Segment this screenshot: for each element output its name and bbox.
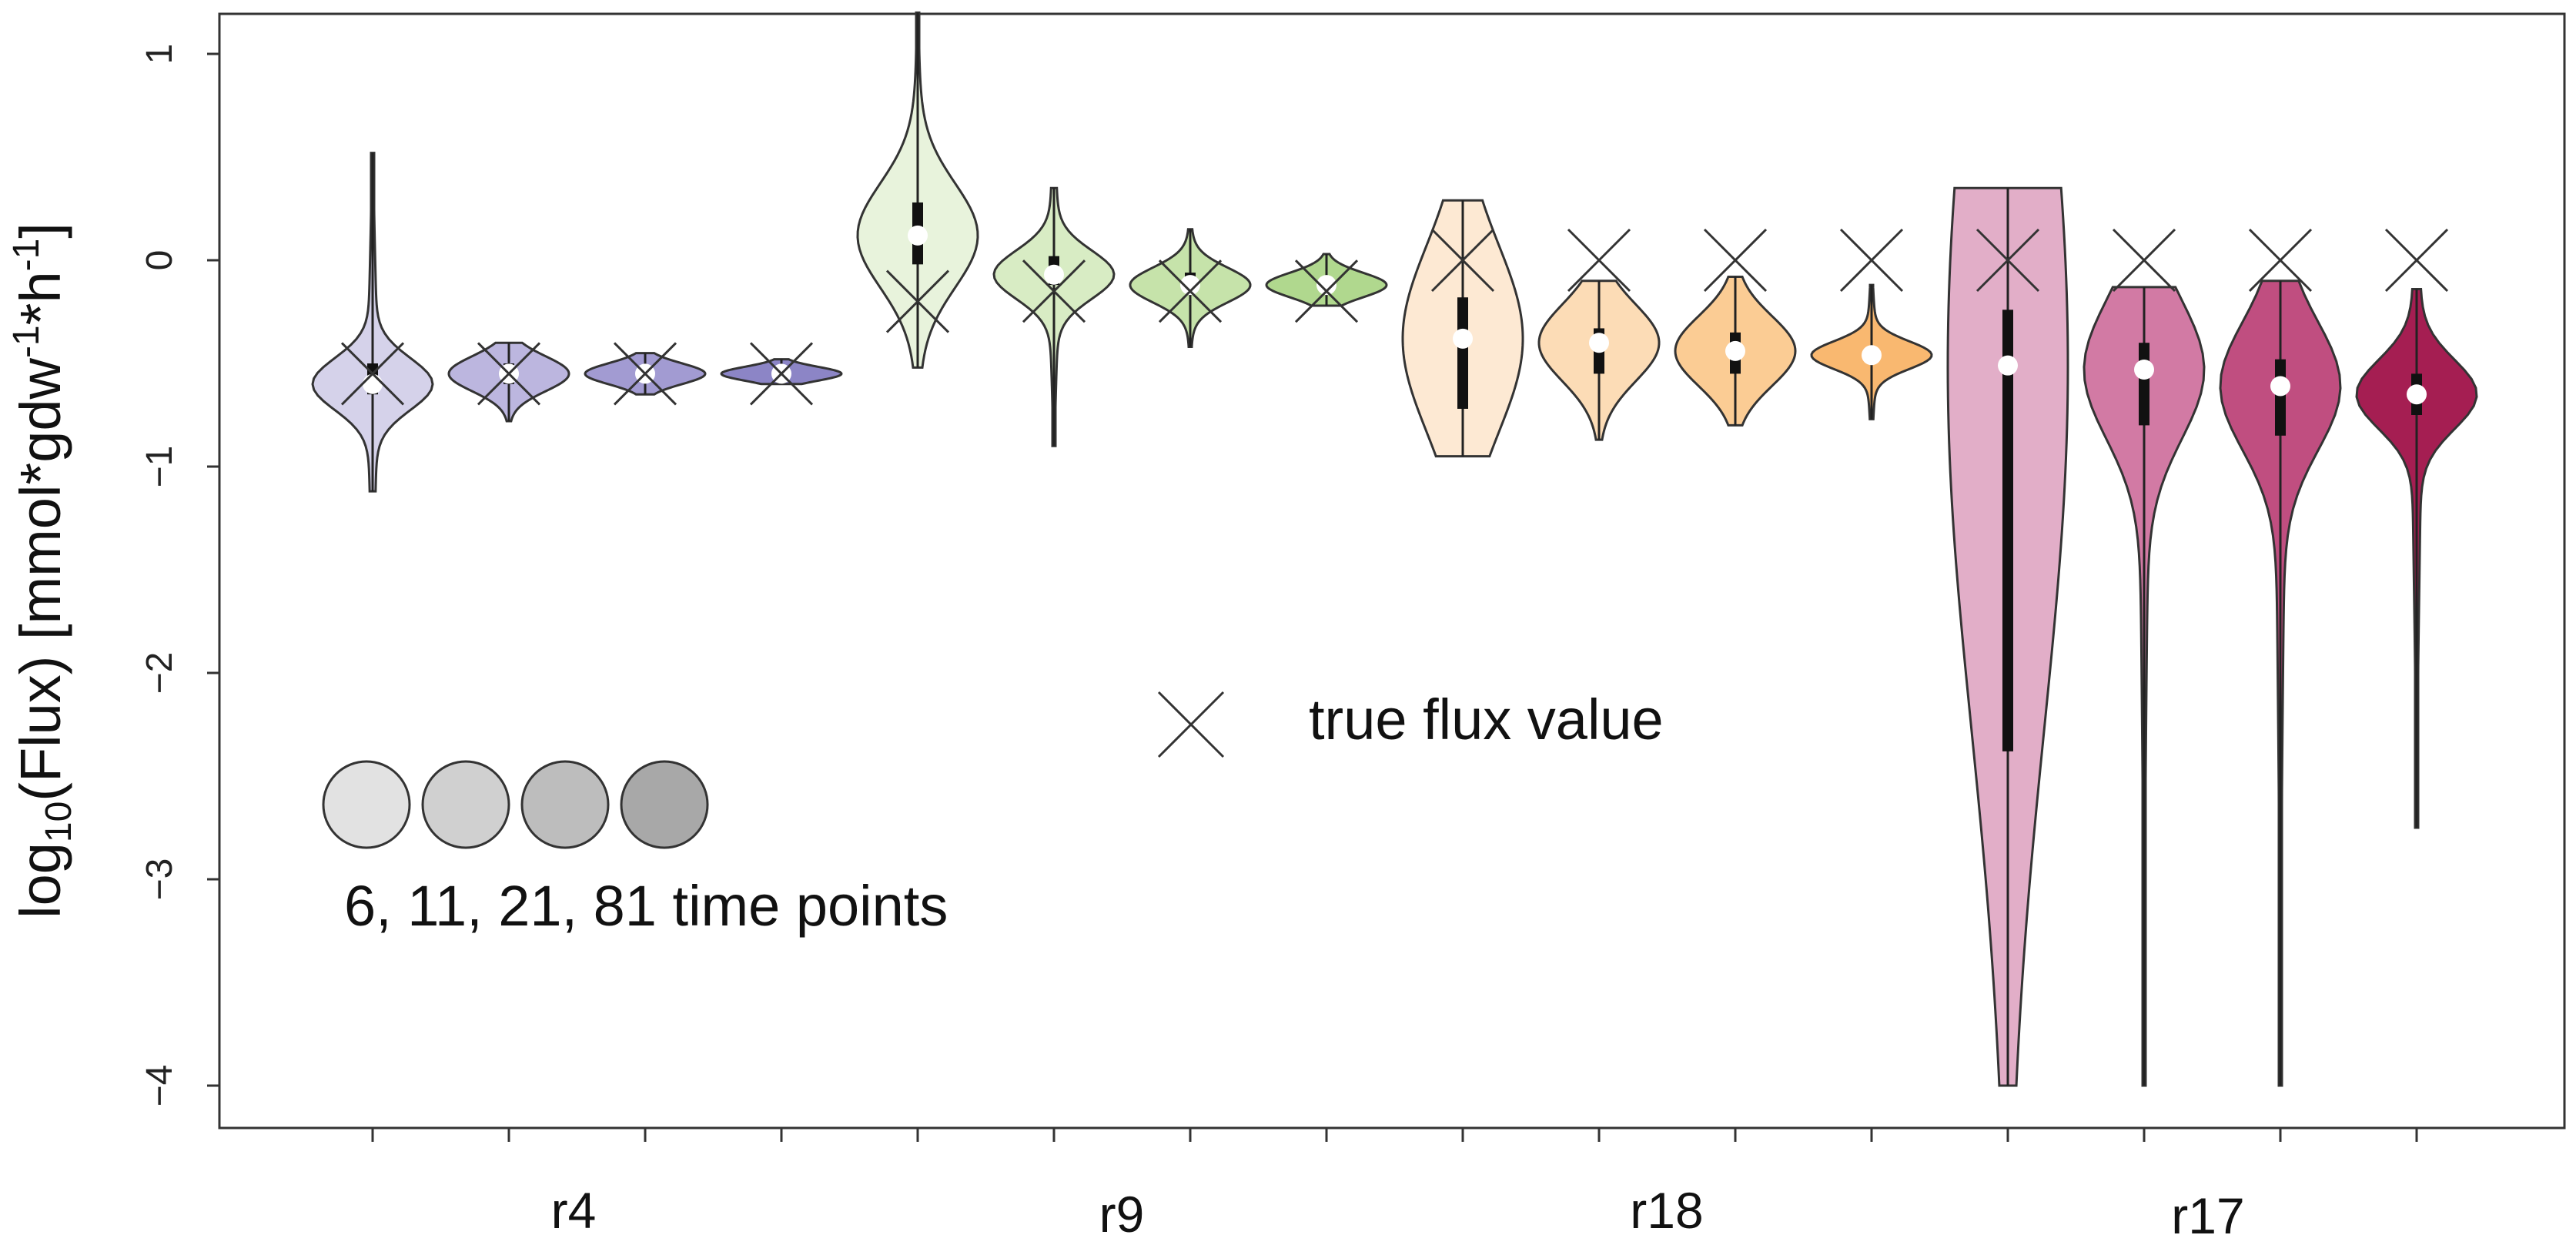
legend: true flux value 6, 11, 21, 81 time point… <box>322 688 1664 938</box>
violin-r17-6tp <box>1946 186 2069 1087</box>
true-flux-marker-r18-6tp <box>1430 228 1495 293</box>
y-axis-label-mid2: *h <box>8 271 72 325</box>
violin-r18-81tp <box>1810 283 1933 420</box>
violin-median <box>1180 275 1200 296</box>
violin-r4-11tp <box>447 341 570 423</box>
legend-x-stroke <box>1157 691 1225 758</box>
violin-iqr-box <box>2139 343 2149 426</box>
violin-r17-21tp <box>2219 279 2342 1087</box>
violin-median <box>363 373 383 394</box>
legend-time-point-circle <box>322 760 411 849</box>
category-label-r4: r4 <box>551 1182 597 1239</box>
true-flux-marker-r9-6tp <box>885 269 950 333</box>
legend-true-flux-marker <box>1157 691 1225 758</box>
legend-time-point-circles <box>322 760 709 849</box>
true-flux-marker-r18-21tp <box>1703 228 1768 293</box>
violin-r17-81tp <box>2355 288 2478 829</box>
y-tick-label: 0 <box>139 250 180 271</box>
y-axis-label: log10(Flux) [mmol*gdw-1*h-1] <box>6 223 79 919</box>
true-value-markers <box>340 228 2449 406</box>
y-axis-label-mid: (Flux) [mmol*gdw <box>8 357 72 801</box>
true-flux-marker-r9-21tp <box>1158 259 1223 323</box>
y-axis-label-sup1: -1 <box>6 325 47 358</box>
violin-median <box>1316 275 1337 296</box>
true-flux-marker-r4-21tp <box>613 342 677 406</box>
y-axis-label-suffix: ] <box>8 223 72 239</box>
violin-r4-6tp <box>311 152 434 493</box>
violin-median <box>1862 345 1882 366</box>
violin-r9-21tp <box>1129 228 1252 349</box>
violin-r4-81tp <box>720 358 843 386</box>
category-label-r9: r9 <box>1099 1186 1145 1243</box>
violin-median <box>1998 355 2018 376</box>
y-axis-label-sub: 10 <box>38 802 79 842</box>
true-flux-marker-r4-11tp <box>477 342 541 406</box>
violin-iqr-box <box>1457 297 1468 409</box>
y-axis: 1 0 −1 −2 −3 −4 <box>139 44 219 1107</box>
violin-r18-11tp <box>1537 279 1661 441</box>
violin-r9-11tp <box>992 186 1116 447</box>
violin-median <box>2407 384 2427 405</box>
legend-time-points-label: 6, 11, 21, 81 time points <box>344 874 948 938</box>
violin-r18-21tp <box>1674 275 1797 427</box>
true-flux-marker-r18-81tp <box>1839 228 1904 293</box>
violin-r9-6tp <box>856 11 979 369</box>
legend-true-flux-label: true flux value <box>1309 688 1664 751</box>
violin-r18-6tp <box>1401 199 1524 458</box>
violin-median <box>1453 328 1473 349</box>
true-flux-marker-r18-11tp <box>1567 228 1631 293</box>
legend-time-point-circle <box>620 760 709 849</box>
true-flux-marker-r17-11tp <box>2112 228 2176 293</box>
violin-median <box>1589 333 1609 353</box>
category-label-r17: r17 <box>2171 1187 2244 1244</box>
true-flux-marker-r17-81tp <box>2384 228 2449 293</box>
true-flux-marker-r9-81tp <box>1294 259 1359 323</box>
x-axis: r4 r9 r18 r17 <box>371 1128 2418 1244</box>
legend-time-point-circle <box>421 760 510 849</box>
legend-time-point-circle <box>520 760 610 849</box>
violin-r17-11tp <box>2083 286 2206 1087</box>
true-flux-marker-r17-21tp <box>2248 228 2313 293</box>
violin-median <box>2270 376 2290 397</box>
violin-median <box>1044 264 1064 285</box>
violin-iqr-box <box>2002 310 2013 751</box>
y-tick-label: −2 <box>139 652 180 694</box>
true-flux-marker-r4-6tp <box>340 342 405 406</box>
violin-median <box>2134 360 2154 380</box>
violin-iqr-box <box>2275 359 2286 436</box>
true-flux-marker-r17-6tp <box>1975 228 2040 293</box>
violin-median <box>1725 340 1745 361</box>
violin-median <box>908 225 928 246</box>
y-axis-label-sup2: -1 <box>6 239 47 272</box>
y-tick-label: 1 <box>139 44 180 65</box>
category-label-r18: r18 <box>1630 1182 1703 1239</box>
y-tick-label: −3 <box>139 858 180 901</box>
y-tick-label: −4 <box>139 1065 180 1107</box>
plot-frame <box>218 12 2566 1130</box>
violin-r9-81tp <box>1265 253 1388 307</box>
true-flux-marker-r9-11tp <box>1022 259 1086 323</box>
true-flux-marker-r4-81tp <box>749 342 814 406</box>
y-tick-label: −1 <box>139 446 180 488</box>
y-axis-label-prefix: log <box>8 842 72 919</box>
